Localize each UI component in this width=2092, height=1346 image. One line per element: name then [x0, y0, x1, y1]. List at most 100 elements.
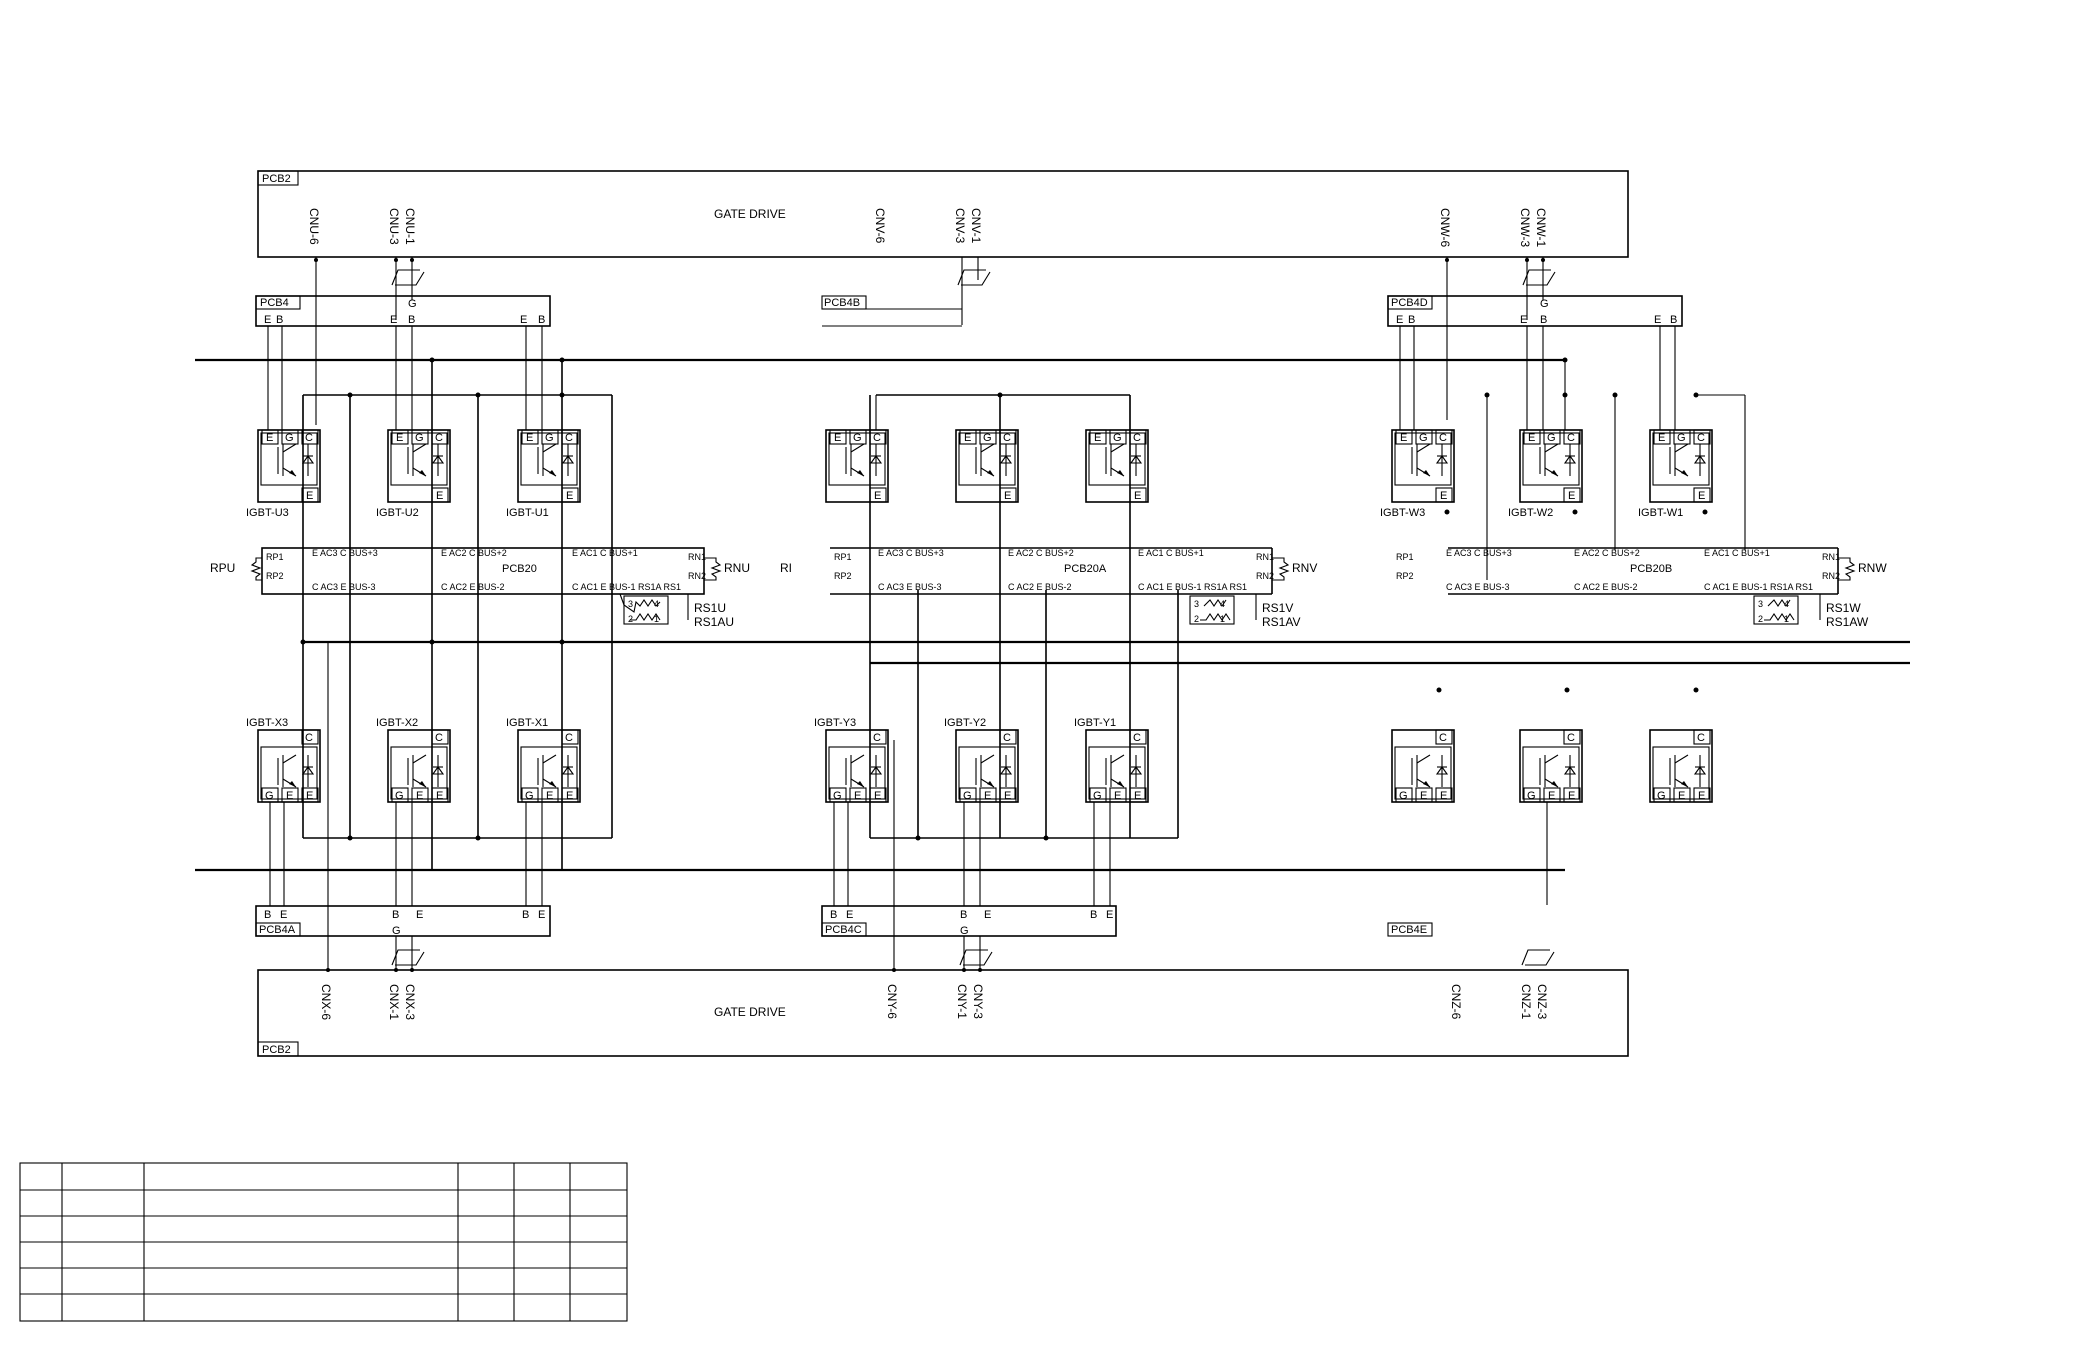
svg-text:PCB20A: PCB20A: [1064, 563, 1107, 575]
svg-text:E: E: [520, 314, 527, 326]
shunt-rs1aw: RS1AW: [1826, 615, 1869, 629]
resistor-ri: RI: [780, 561, 792, 575]
igbt-y1-label: IGBT-Y1: [1074, 717, 1116, 729]
connector-cny-1: CNY-1: [955, 984, 969, 1019]
connector-cny-6: CNY-6: [885, 984, 899, 1019]
svg-text:C AC1 E BUS-1 RS1A RS1: C AC1 E BUS-1 RS1A RS1: [1704, 582, 1813, 592]
svg-text:E: E: [416, 790, 423, 802]
svg-text:C: C: [1133, 732, 1141, 744]
gate-board-pcb4d-label: PCB4D: [1391, 297, 1428, 309]
gate-drive-bottom-box: [257, 969, 1629, 1057]
svg-text:E: E: [1106, 909, 1113, 921]
svg-text:E: E: [874, 790, 881, 802]
svg-text:E: E: [834, 432, 841, 444]
svg-text:PCB20: PCB20: [502, 563, 537, 575]
shunt-rs1u: RS1U: [694, 601, 726, 615]
shunt-rs1v: RS1V: [1262, 601, 1293, 615]
svg-text:E: E: [1396, 314, 1403, 326]
svg-text:RP1: RP1: [266, 552, 284, 562]
svg-text:C: C: [565, 432, 573, 444]
svg-text:G: G: [285, 432, 294, 444]
svg-text:E AC1 C BUS+1: E AC1 C BUS+1: [1704, 548, 1770, 558]
svg-text:G: G: [1657, 790, 1666, 802]
svg-text:E: E: [264, 314, 271, 326]
svg-text:E: E: [984, 909, 991, 921]
svg-text:E AC3 C BUS+3: E AC3 C BUS+3: [1446, 548, 1512, 558]
svg-text:G: G: [833, 790, 842, 802]
igbt-y2-label: IGBT-Y2: [944, 717, 986, 729]
svg-text:E: E: [566, 490, 573, 502]
gate-drive-top-box: [257, 170, 1629, 258]
svg-text:B: B: [1090, 909, 1097, 921]
igbt-u1-label: IGBT-U1: [506, 507, 549, 519]
svg-text:B: B: [830, 909, 837, 921]
svg-text:E: E: [1004, 790, 1011, 802]
svg-text:C: C: [1697, 432, 1705, 444]
gate-board-pcb4e: [1387, 922, 1433, 937]
gate-drive-top-title: GATE DRIVE: [714, 207, 786, 221]
svg-text:E: E: [1528, 432, 1535, 444]
gate-board-pcb4-label: PCB4: [260, 297, 289, 309]
svg-text:E: E: [286, 790, 293, 802]
resistor-rnu: RNU: [724, 561, 750, 575]
igbt-u3-label: IGBT-U3: [246, 507, 289, 519]
svg-text:RN2: RN2: [1822, 571, 1840, 581]
igbt-x1-label: IGBT-X1: [506, 717, 548, 729]
svg-text:B: B: [960, 909, 967, 921]
svg-text:C AC3 E BUS-3: C AC3 E BUS-3: [1446, 582, 1510, 592]
shunt-rs1w: RS1W: [1826, 601, 1861, 615]
connector-cnz-3: CNZ-3: [1535, 984, 1549, 1020]
svg-text:G: G: [1093, 790, 1102, 802]
svg-text:4: 4: [654, 599, 659, 609]
svg-text:C: C: [873, 732, 881, 744]
svg-text:G: G: [545, 432, 554, 444]
svg-text:E: E: [436, 790, 443, 802]
gate-drive-bottom-title: GATE DRIVE: [714, 1005, 786, 1019]
svg-text:C AC3 E BUS-3: C AC3 E BUS-3: [878, 582, 942, 592]
igbt-w1-label: IGBT-W1: [1638, 507, 1683, 519]
svg-text:G: G: [392, 925, 401, 937]
svg-text:C: C: [1439, 432, 1447, 444]
gate-board-pcb4a-label: PCB4A: [259, 924, 296, 936]
gate-board-pcb4b-label: PCB4B: [824, 297, 860, 309]
svg-text:G: G: [525, 790, 534, 802]
resistor-rnv: RNV: [1292, 561, 1317, 575]
svg-text:B: B: [1670, 314, 1677, 326]
svg-text:C: C: [873, 432, 881, 444]
svg-text:E: E: [1134, 490, 1141, 502]
legend-table: [19, 1162, 628, 1322]
shunt-rs1av: RS1AV: [1262, 615, 1300, 629]
igbt-u2-label: IGBT-U2: [376, 507, 419, 519]
top-connector-labels: CNU-6 CNU-3 CNU-1 CNV-6 CNV-3 CNV-1 CNW-…: [307, 208, 1548, 247]
connector-cnx-6: CNX-6: [319, 984, 333, 1020]
svg-text:E: E: [306, 790, 313, 802]
svg-text:E: E: [854, 790, 861, 802]
svg-text:G: G: [983, 432, 992, 444]
connector-cnv-1: CNV-1: [969, 208, 983, 244]
svg-text:E: E: [1440, 490, 1447, 502]
svg-text:C: C: [1567, 432, 1575, 444]
svg-text:C: C: [1567, 732, 1575, 744]
gate-board-pcb4: [255, 295, 551, 327]
connector-cnv-3: CNV-3: [953, 208, 967, 244]
connector-cnz-1: CNZ-1: [1519, 984, 1533, 1020]
svg-text:B: B: [264, 909, 271, 921]
svg-text:E: E: [416, 909, 423, 921]
svg-text:E AC1 C BUS+1: E AC1 C BUS+1: [572, 548, 638, 558]
svg-text:1: 1: [1220, 614, 1225, 624]
svg-text:E AC2 C BUS+2: E AC2 C BUS+2: [441, 548, 507, 558]
svg-text:E: E: [1654, 314, 1661, 326]
svg-text:E: E: [846, 909, 853, 921]
svg-text:C: C: [305, 732, 313, 744]
svg-text:E: E: [1678, 790, 1685, 802]
gate-board-pcb4c: [821, 905, 1117, 937]
